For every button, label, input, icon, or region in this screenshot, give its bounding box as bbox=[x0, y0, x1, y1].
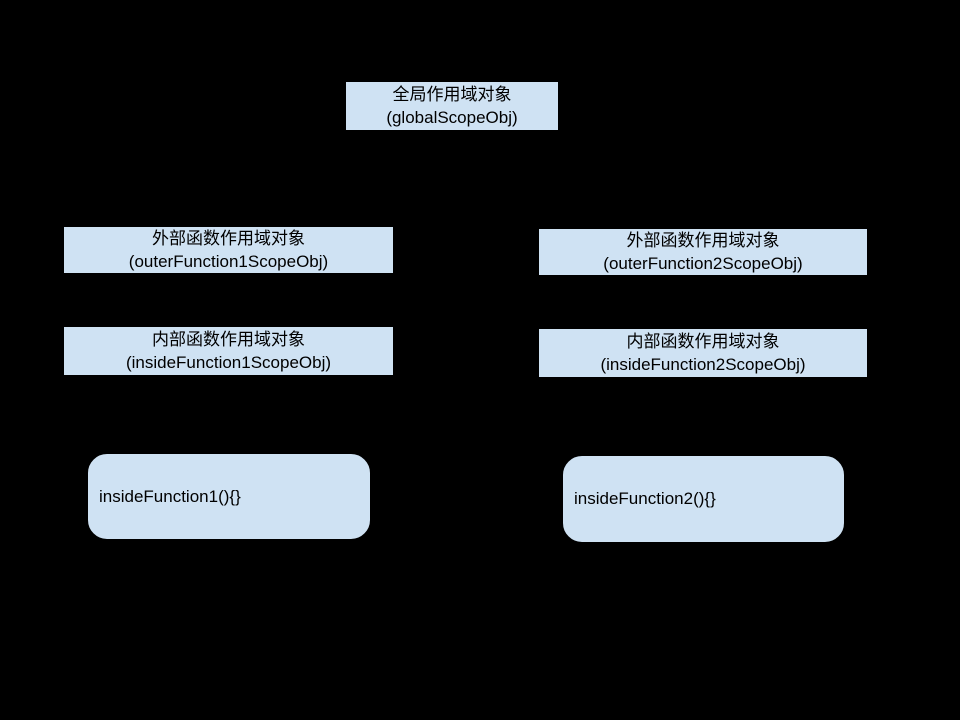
node-inside-function1: insideFunction1(){} bbox=[87, 453, 371, 540]
node-label-function-signature: insideFunction2(){} bbox=[574, 489, 716, 508]
node-label-identifier: (insideFunction2ScopeObj) bbox=[600, 355, 806, 374]
node-inside-function2-scope-object: 内部函数作用域对象 (insideFunction2ScopeObj) bbox=[538, 328, 868, 378]
node-label-cn: 内部函数作用域对象 bbox=[152, 330, 305, 349]
node-label-cn: 内部函数作用域对象 bbox=[626, 332, 780, 351]
node-label-identifier: (outerFunction1ScopeObj) bbox=[128, 252, 329, 271]
node-inside-function1-scope-object: 内部函数作用域对象 (insideFunction1ScopeObj) bbox=[63, 326, 394, 376]
node-inside-function2: insideFunction2(){} bbox=[562, 455, 845, 543]
node-label-function-signature: insideFunction1(){} bbox=[99, 486, 241, 506]
node-label-cn: 外部函数作用域对象 bbox=[152, 229, 305, 248]
node-label-identifier: (insideFunction1ScopeObj) bbox=[125, 353, 332, 372]
node-label-identifier: (outerFunction2ScopeObj) bbox=[603, 254, 803, 273]
node-label-cn: 全局作用域对象 bbox=[392, 85, 512, 104]
node-label-identifier: (globalScopeObj) bbox=[386, 108, 518, 127]
node-outer-function2-scope-object: 外部函数作用域对象 (outerFunction2ScopeObj) bbox=[538, 228, 868, 276]
node-outer-function1-scope-object: 外部函数作用域对象 (outerFunction1ScopeObj) bbox=[63, 226, 394, 274]
node-global-scope-object: 全局作用域对象 (globalScopeObj) bbox=[345, 81, 559, 131]
node-label-cn: 外部函数作用域对象 bbox=[626, 231, 780, 250]
